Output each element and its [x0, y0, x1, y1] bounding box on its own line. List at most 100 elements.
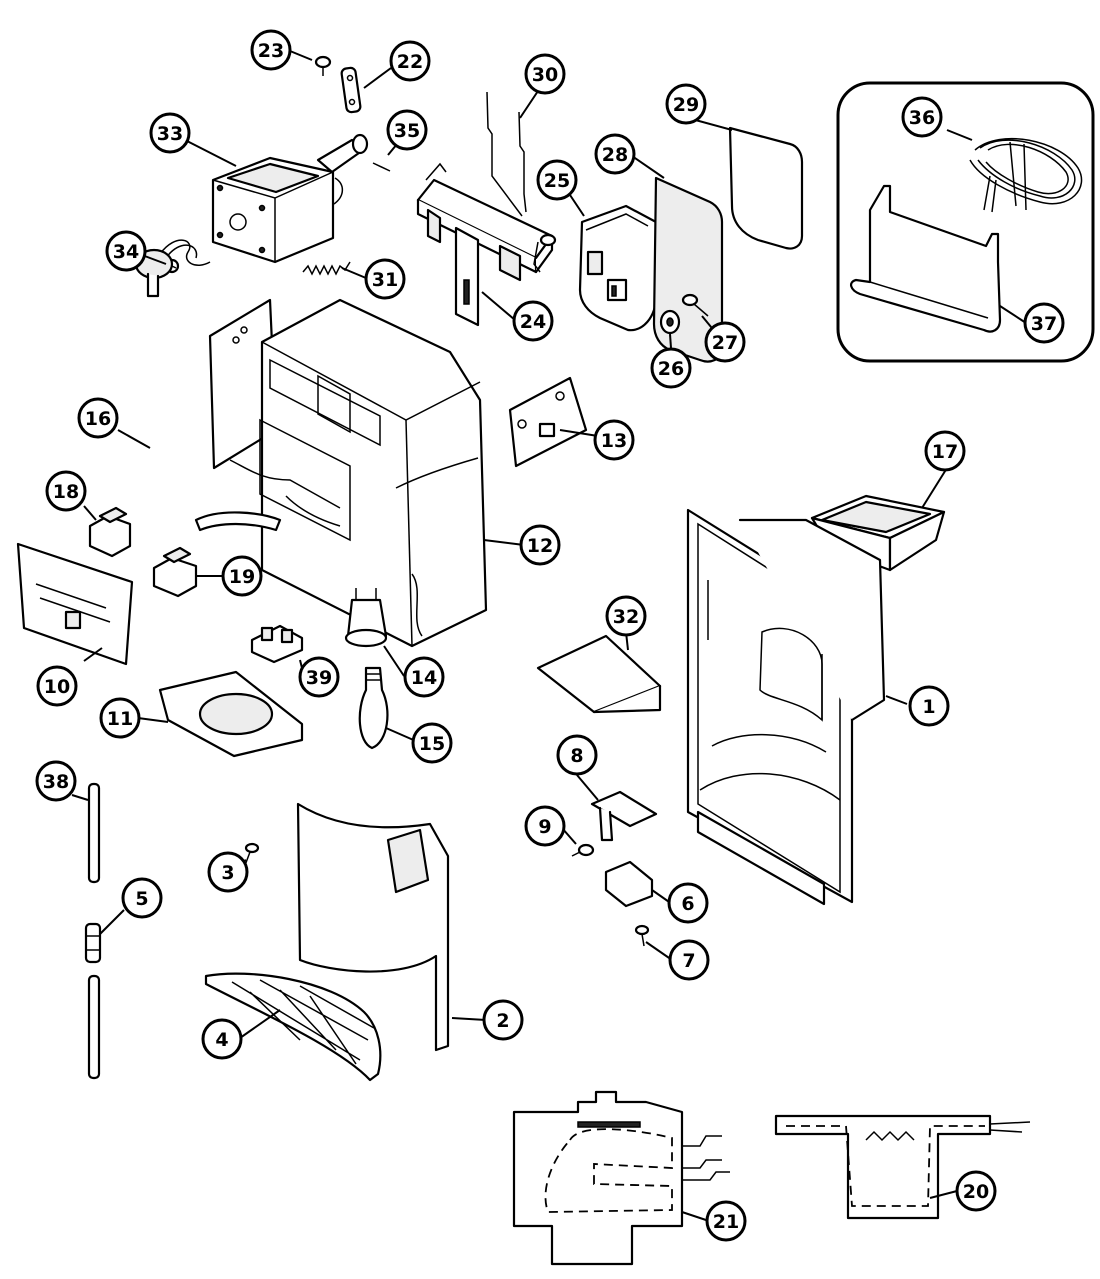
svg-text:5: 5 [135, 888, 148, 910]
callout-18: 18 [45, 470, 87, 512]
svg-text:17: 17 [932, 441, 958, 463]
svg-text:35: 35 [394, 120, 420, 142]
svg-text:21: 21 [713, 1211, 739, 1233]
callout-19: 19 [221, 555, 263, 597]
part-33-solenoid [211, 133, 369, 264]
svg-text:7: 7 [682, 950, 695, 972]
part-14-socket [344, 588, 388, 648]
svg-text:18: 18 [53, 481, 79, 503]
callout-37: 37 [1023, 302, 1065, 344]
callout-15: 15 [411, 722, 453, 764]
callout-34: 34 [105, 230, 147, 272]
svg-text:28: 28 [602, 144, 628, 166]
svg-text:12: 12 [527, 535, 553, 557]
svg-text:30: 30 [532, 64, 558, 86]
callout-26: 26 [650, 347, 692, 389]
part-23-screw [314, 55, 332, 76]
part-4-grille [204, 972, 382, 1082]
callout-22: 22 [389, 40, 431, 82]
svg-text:6: 6 [681, 893, 694, 915]
part-22-link [340, 66, 362, 114]
part-10-plate [16, 542, 134, 666]
callout-5: 5 [121, 877, 163, 919]
part-21-heater [512, 1090, 730, 1266]
callout-30: 30 [524, 53, 566, 95]
svg-text:34: 34 [113, 241, 139, 263]
callout-39: 39 [298, 656, 340, 698]
callout-2: 2 [482, 999, 524, 1041]
callout-17: 17 [924, 430, 966, 472]
callout-28: 28 [594, 133, 636, 175]
svg-text:19: 19 [229, 566, 255, 588]
part-26-washer [659, 309, 681, 335]
svg-text:13: 13 [601, 430, 627, 452]
part-5-fitting [84, 922, 102, 964]
svg-text:26: 26 [658, 358, 684, 380]
callout-21: 21 [705, 1200, 747, 1242]
svg-text:29: 29 [673, 94, 699, 116]
callout-27: 27 [704, 321, 746, 363]
callout-25: 25 [536, 159, 578, 201]
svg-text:36: 36 [909, 107, 935, 129]
svg-text:31: 31 [372, 269, 398, 291]
callout-11: 11 [99, 697, 141, 739]
callout-1: 1 [908, 685, 950, 727]
part-36-heater-coil [969, 137, 1083, 213]
callout-33: 33 [149, 112, 191, 154]
svg-text:39: 39 [306, 667, 332, 689]
callout-24: 24 [512, 300, 554, 342]
part-1-dispenser-housing [686, 508, 886, 906]
part-9-screw [571, 843, 595, 857]
part-30-rod [486, 91, 527, 217]
svg-text:15: 15 [419, 733, 445, 755]
svg-text:2: 2 [496, 1010, 509, 1032]
svg-text:32: 32 [613, 606, 639, 628]
callout-6: 6 [667, 882, 709, 924]
part-38-tube [87, 782, 101, 884]
callout-35: 35 [386, 109, 428, 151]
svg-text:9: 9 [538, 816, 551, 838]
callout-13: 13 [593, 419, 635, 461]
svg-text:1: 1 [922, 696, 935, 718]
part-11-tray [158, 670, 304, 758]
part-lower-tube [87, 974, 101, 1080]
svg-text:27: 27 [712, 332, 738, 354]
callout-31: 31 [364, 258, 406, 300]
part-2-shroud [296, 802, 450, 1052]
part-31-spring [302, 261, 351, 276]
part-27-screw [681, 293, 709, 317]
callout-3: 3 [207, 851, 249, 893]
callout-36: 36 [901, 96, 943, 138]
callout-4: 4 [201, 1018, 243, 1060]
svg-text:22: 22 [397, 51, 423, 73]
svg-text:3: 3 [221, 862, 234, 884]
part-39-connector [250, 624, 304, 664]
part-15-bulb [358, 666, 389, 750]
inset-box [836, 81, 1095, 363]
callout-8: 8 [556, 734, 598, 776]
part-37-bracket [850, 184, 1002, 333]
part-24-actuator [416, 162, 557, 327]
callout-10: 10 [36, 665, 78, 707]
callout-9: 9 [524, 805, 566, 847]
part-13-board [508, 376, 588, 468]
part-29-flap [728, 126, 804, 250]
part-6-switch [604, 860, 654, 908]
svg-text:24: 24 [520, 311, 546, 333]
callout-29: 29 [665, 83, 707, 125]
svg-text:11: 11 [107, 708, 133, 730]
callout-32: 32 [605, 595, 647, 637]
callout-23: 23 [250, 29, 292, 71]
part-20-heater [774, 1114, 1031, 1220]
part-8-bracket [590, 790, 658, 842]
svg-text:38: 38 [43, 771, 69, 793]
callout-16: 16 [77, 397, 119, 439]
svg-text:8: 8 [570, 745, 583, 767]
svg-text:25: 25 [544, 170, 570, 192]
part-35-pin [372, 162, 391, 172]
svg-text:33: 33 [157, 123, 183, 145]
svg-text:20: 20 [963, 1181, 989, 1203]
svg-text:14: 14 [411, 667, 437, 689]
part-7-screw [634, 924, 650, 947]
